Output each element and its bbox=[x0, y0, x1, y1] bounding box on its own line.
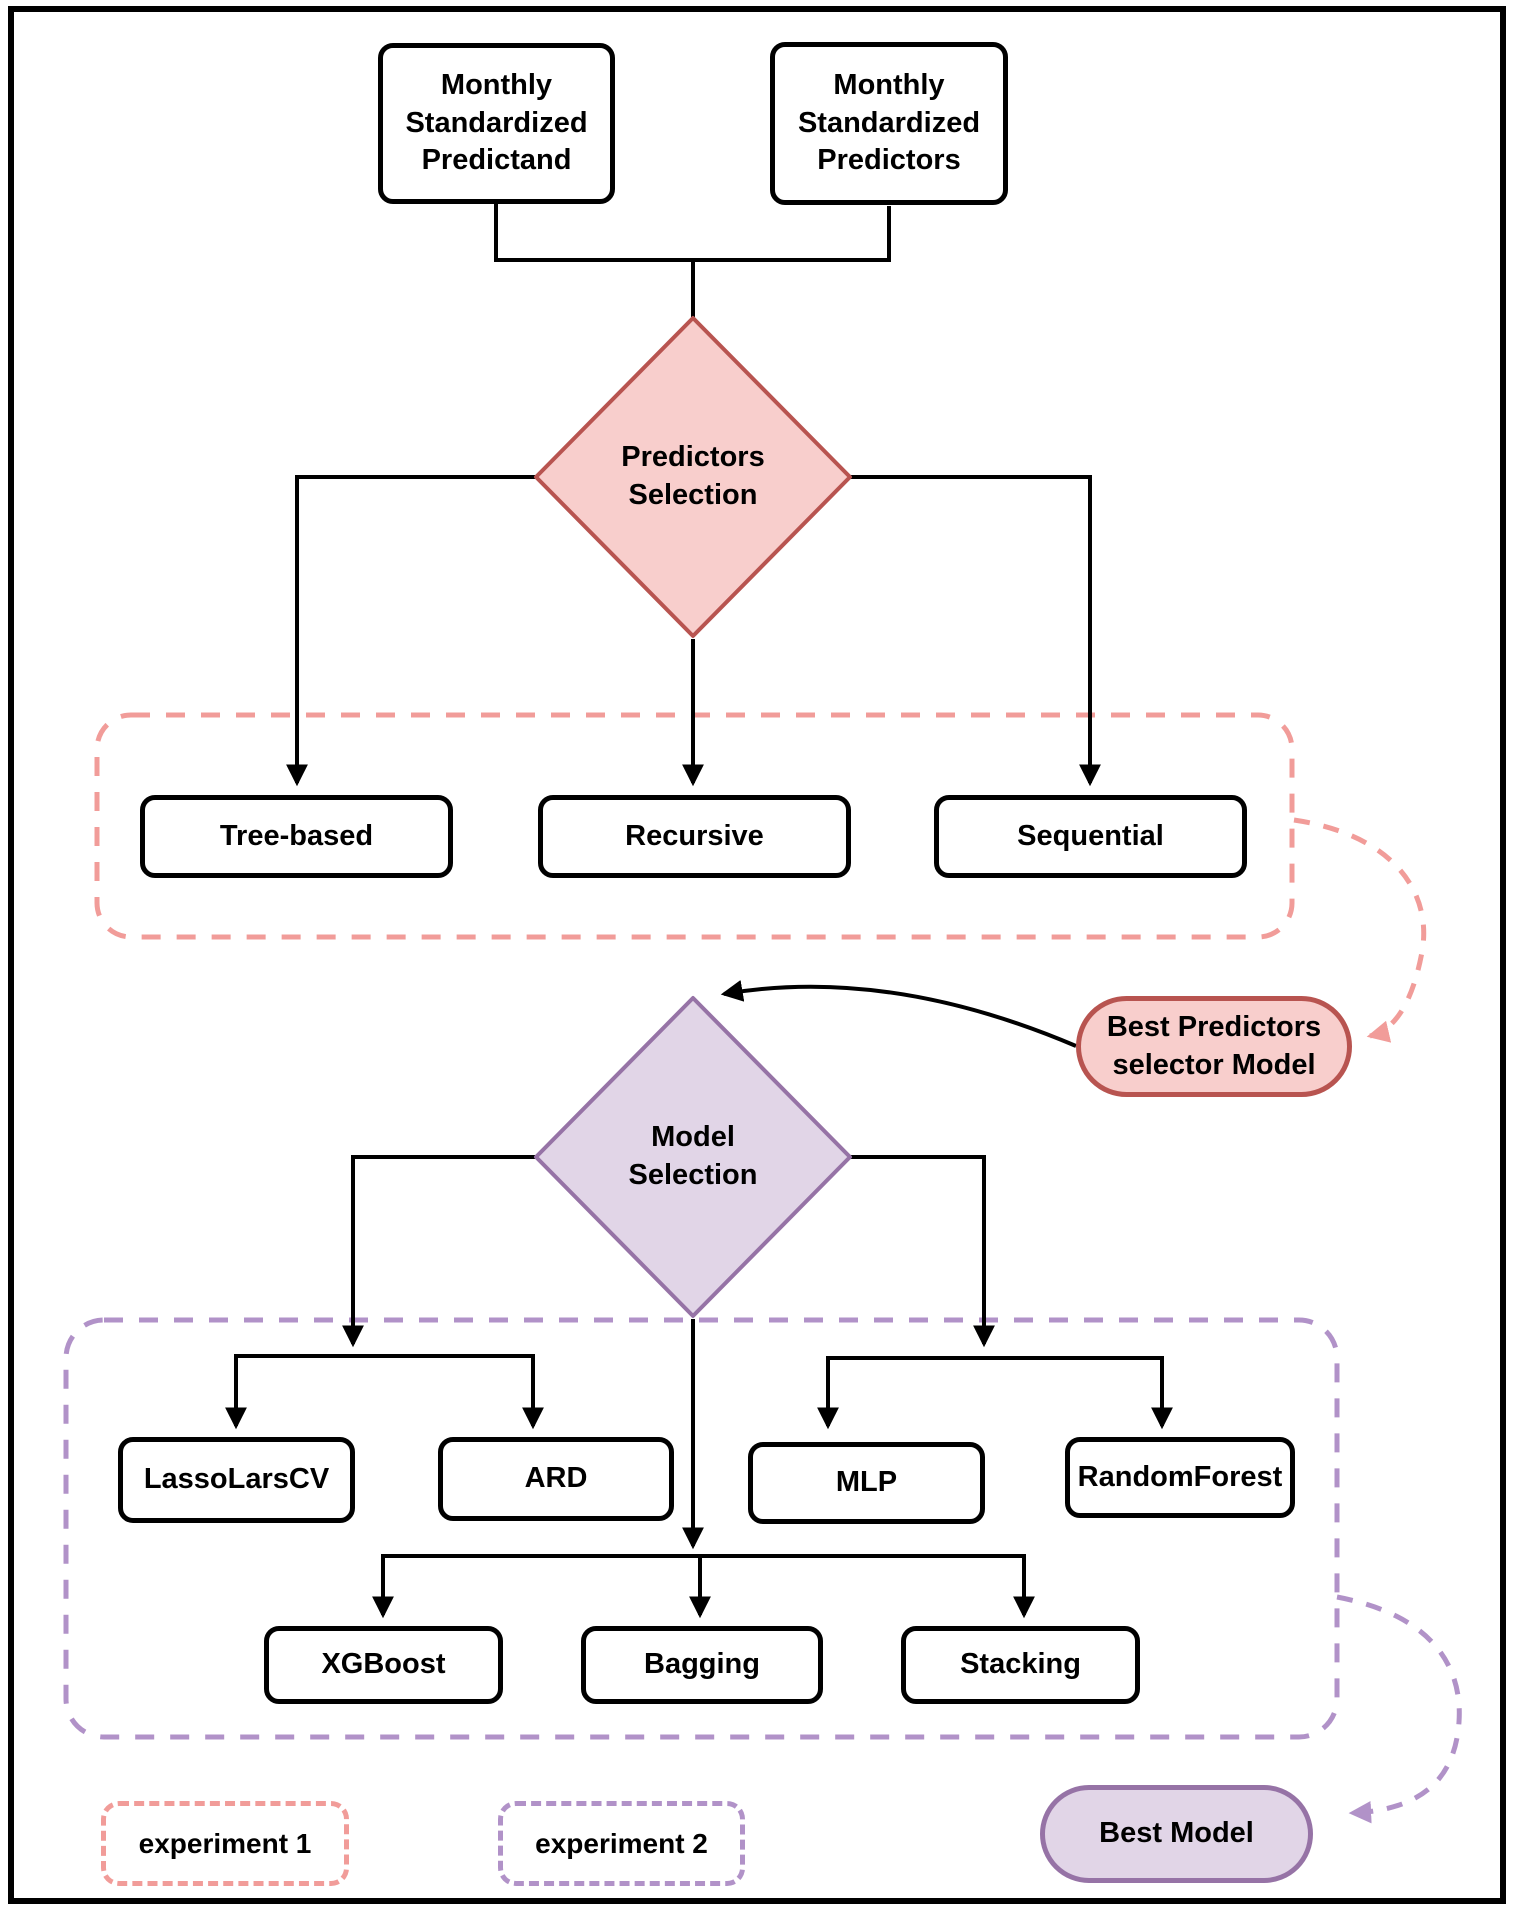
diamond-shape-pink bbox=[534, 316, 852, 638]
decision-label: Model Selection bbox=[628, 1121, 758, 1191]
node-sequential: Sequential bbox=[934, 795, 1247, 878]
node-mlp: MLP bbox=[748, 1442, 985, 1524]
decision-model-selection: Model Selection bbox=[533, 995, 853, 1319]
node-bagging: Bagging bbox=[581, 1626, 823, 1704]
node-ard: ARD bbox=[438, 1437, 674, 1521]
node-monthly-standardized-predictand: Monthly Standardized Predictand bbox=[378, 43, 615, 204]
node-best-predictors-selector-model: Best Predictors selector Model bbox=[1076, 996, 1352, 1097]
figure-border bbox=[8, 6, 1506, 1904]
experiment2-container bbox=[63, 1317, 1340, 1740]
legend-experiment-1: experiment 1 bbox=[101, 1801, 349, 1886]
node-monthly-standardized-predictors: Monthly Standardized Predictors bbox=[770, 42, 1008, 205]
experiment2-to-best-model-arrow bbox=[1336, 1594, 1462, 1824]
node-stacking: Stacking bbox=[901, 1626, 1140, 1704]
node-xgboost: XGBoost bbox=[264, 1626, 503, 1704]
decision-label: Predictors Selection bbox=[621, 441, 765, 511]
node-best-model: Best Model bbox=[1040, 1785, 1313, 1883]
node-randomforest: RandomForest bbox=[1065, 1437, 1295, 1518]
node-recursive: Recursive bbox=[538, 795, 851, 878]
best-predictors-to-model-selection-arrow bbox=[720, 980, 1077, 1048]
decision-predictors-selection: Predictors Selection bbox=[533, 315, 853, 639]
node-tree-based: Tree-based bbox=[140, 795, 453, 878]
diamond-shape-purple bbox=[534, 996, 852, 1318]
experiment1-to-best-predictors-arrow bbox=[1293, 817, 1427, 1043]
black-connectors bbox=[225, 204, 1173, 1619]
node-lassolarscv: LassoLarsCV bbox=[118, 1437, 355, 1523]
legend-experiment-2: experiment 2 bbox=[498, 1801, 745, 1886]
